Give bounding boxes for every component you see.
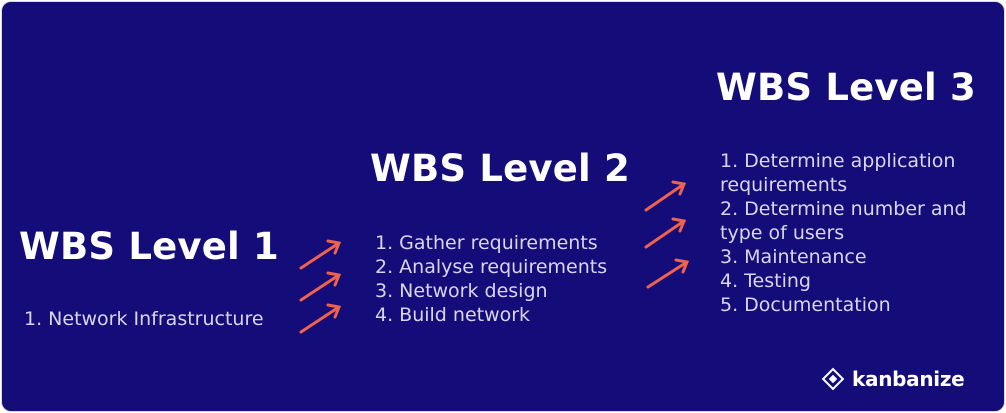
- level-2-list: 1. Gather requirements 2. Analyse requir…: [375, 231, 607, 327]
- level-2-item: 4. Build network: [375, 304, 531, 326]
- level-2-item: 1. Gather requirements: [375, 232, 598, 254]
- arrow-icon: [644, 180, 687, 212]
- arrow-icon: [644, 217, 687, 249]
- level-3-item: 3. Maintenance: [720, 246, 867, 268]
- level-1-title: WBS Level 1: [19, 225, 279, 268]
- kanbanize-logo: kanbanize: [820, 366, 965, 392]
- level-2-item: 2. Analyse requirements: [375, 256, 608, 278]
- level-3-item: 1. Determine application requirements: [720, 150, 956, 196]
- level-2-item: 3. Network design: [375, 280, 548, 302]
- level-3-item: 5. Documentation: [720, 294, 891, 316]
- arrow-icon: [299, 303, 342, 334]
- level-1-item: 1. Network Infrastructure: [24, 308, 264, 330]
- arrow-icon: [646, 258, 690, 289]
- kanbanize-logo-text: kanbanize: [852, 367, 965, 391]
- level-1-list: 1. Network Infrastructure: [24, 307, 264, 331]
- level-2-title: WBS Level 2: [370, 147, 630, 190]
- level-3-item: 4. Testing: [720, 270, 811, 292]
- level-3-title: WBS Level 3: [716, 66, 976, 109]
- arrow-icon: [299, 271, 342, 302]
- arrow-icon: [299, 239, 342, 270]
- level-3-list: 1. Determine application requirements 2.…: [720, 149, 990, 317]
- level-3-item: 2. Determine number and type of users: [720, 198, 967, 244]
- kanbanize-logo-icon: [821, 367, 845, 391]
